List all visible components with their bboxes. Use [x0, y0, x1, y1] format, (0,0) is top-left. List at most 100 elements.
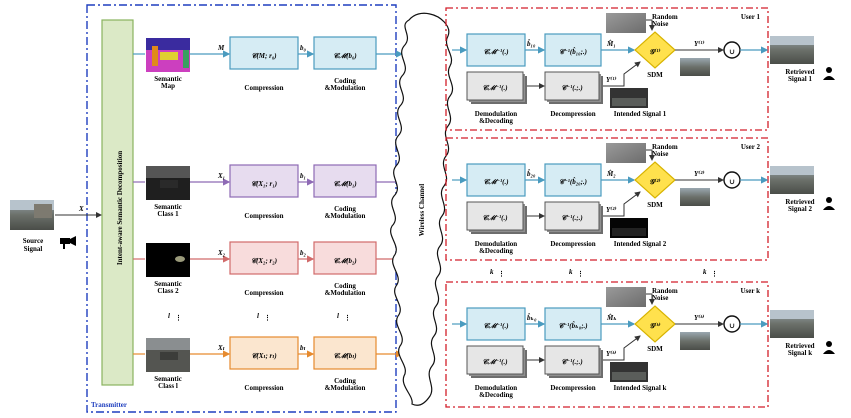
- user-title: User k: [740, 287, 760, 295]
- coding-formula: 𝒞ℳ(b₀): [333, 52, 357, 60]
- y-mid-symbol: Y⁽²⁾: [606, 206, 617, 214]
- intended-label: Intended Signal 2: [614, 240, 667, 248]
- coding-box-0: [313, 36, 377, 70]
- b-hat-symbol: b̂₂₀: [527, 170, 536, 178]
- y-top-symbol: Y⁽¹⁾: [694, 40, 705, 48]
- compression-label: Compression: [244, 84, 283, 92]
- m-hat-symbol: M̂₁: [606, 40, 616, 48]
- input-symbol: Xₗ: [217, 344, 225, 352]
- sdm-output-image: [680, 58, 710, 76]
- decomposition-label: Intent-aware Semantic Decomposition: [116, 151, 124, 265]
- compression-box-2: [229, 241, 299, 275]
- sdm-label: SDM: [647, 71, 663, 79]
- user-panel-1: User 2RandomNoise𝒞ℳ⁻¹(.)b̂₂₀𝒞⁻¹(b̂₂₀;.)M…: [445, 137, 835, 261]
- user-frame: [445, 7, 769, 131]
- retrieved-label-1: Retrieved: [785, 198, 814, 206]
- semantic-image-label-2: Class l: [158, 382, 178, 390]
- sdm-label: SDM: [647, 345, 663, 353]
- retrieved-label-1: Retrieved: [785, 342, 814, 350]
- compression-box-0: [229, 36, 299, 70]
- y-top-symbol: Y⁽²⁾: [694, 170, 705, 178]
- stacked-demod: [466, 345, 527, 378]
- k-dots-1: ⋮: [498, 270, 505, 278]
- intended-label: Intended Signal k: [614, 384, 667, 392]
- semantic-image-0: [146, 38, 190, 72]
- coding-box-3: [313, 336, 377, 370]
- decomp-label: Decompression: [550, 110, 595, 118]
- decomp-box: [544, 307, 602, 341]
- union-symbol: ∪: [729, 178, 735, 186]
- y-mid-symbol: Y⁽¹⁾: [606, 76, 617, 84]
- bit-symbol: bₗ: [300, 344, 306, 352]
- coding-label-2: &Modulation: [325, 212, 366, 220]
- coding-label-1: Coding: [334, 205, 356, 213]
- intended-arrow: [603, 191, 641, 217]
- coding-formula: 𝒞ℳ(bₗ): [333, 352, 356, 360]
- person-icon: [823, 67, 835, 80]
- random-noise-image: [606, 13, 646, 33]
- m-hat-symbol: M̂₂: [606, 170, 616, 178]
- receiver-users: User 1RandomNoise𝒞ℳ⁻¹(.)b̂₁₀𝒞⁻¹(b̂₁₀;.)M…: [445, 7, 835, 408]
- bit-symbol: b₁: [300, 172, 306, 180]
- decomp2-formula: 𝒞⁻¹(.;.): [561, 358, 582, 366]
- noise-label-1: Random: [652, 13, 678, 21]
- transmitter-label: Transmitter: [91, 401, 127, 409]
- decomp-formula: 𝒞⁻¹(b̂ₖ₀;.): [558, 322, 587, 330]
- user-panel-2: User kRandomNoise𝒞ℳ⁻¹(.)b̂ₖ₀𝒞⁻¹(b̂ₖ₀;.)M…: [445, 281, 835, 408]
- demod-box: [466, 307, 526, 341]
- random-noise-image: [606, 287, 646, 307]
- k-symbol-1: k: [490, 268, 494, 276]
- input-symbol: M: [217, 44, 225, 52]
- coding-box-1: [313, 164, 377, 198]
- decomp-label: Decompression: [550, 240, 595, 248]
- intended-arrow: [603, 61, 641, 87]
- stacked-decomp: [544, 201, 603, 234]
- random-noise-image: [606, 143, 646, 163]
- stacked-decomp: [544, 71, 603, 104]
- compression-box-3: [229, 336, 299, 370]
- l-dots-1: ⋮: [175, 314, 182, 322]
- coding-formula: 𝒞ℳ(b₂): [333, 257, 357, 265]
- compression-box-1: [229, 164, 299, 198]
- demod-label-1: Demodulation: [475, 384, 518, 392]
- source-symbol: X: [78, 205, 84, 213]
- coding-label-2: &Modulation: [325, 84, 366, 92]
- demod-label-2: &Decoding: [479, 247, 513, 255]
- demod2-formula: 𝒞ℳ⁻¹(.): [482, 358, 507, 366]
- coding-box-2: [313, 241, 377, 275]
- noise-label-1: Random: [652, 287, 678, 295]
- source-label-1: Source: [23, 237, 43, 245]
- compression-formula: 𝒞(X₁; r₁): [251, 180, 277, 188]
- compression-label: Compression: [244, 289, 283, 297]
- demod2-formula: 𝒞ℳ⁻¹(.): [482, 214, 507, 222]
- demod-formula: 𝒞ℳ⁻¹(.): [483, 322, 508, 330]
- semantic-image-label-1: Semantic: [154, 75, 182, 83]
- compression-formula: 𝒞(X₂; r₂): [251, 257, 277, 265]
- retrieved-label-2: Signal 1: [788, 75, 812, 83]
- intended-arrow: [603, 335, 641, 361]
- y-mid-symbol: Y⁽ᵏ⁾: [606, 350, 616, 358]
- l-dots-3: ⋮: [344, 314, 351, 322]
- compression-formula: 𝒞(Xₗ; rₗ): [251, 352, 276, 360]
- stacked-demod: [466, 71, 527, 104]
- sdm-formula: 𝒢⁽ᵏ⁾: [649, 322, 660, 330]
- source-image: [10, 200, 54, 230]
- semantic-image-label-1: Semantic: [154, 203, 182, 211]
- demod2-formula: 𝒞ℳ⁻¹(.): [482, 84, 507, 92]
- intended-label: Intended Signal 1: [614, 110, 667, 118]
- demod-formula: 𝒞ℳ⁻¹(.): [483, 178, 508, 186]
- input-symbol: X₂: [217, 249, 226, 257]
- k-symbol-2: k: [569, 268, 573, 276]
- user-title: User 1: [741, 13, 761, 21]
- semantic-image-2: [146, 243, 190, 277]
- user-frame: [445, 137, 769, 261]
- person-icon: [823, 197, 835, 210]
- l-symbol-2: l: [257, 312, 259, 320]
- decomposition-block: [101, 19, 134, 386]
- user-frame: [445, 281, 769, 408]
